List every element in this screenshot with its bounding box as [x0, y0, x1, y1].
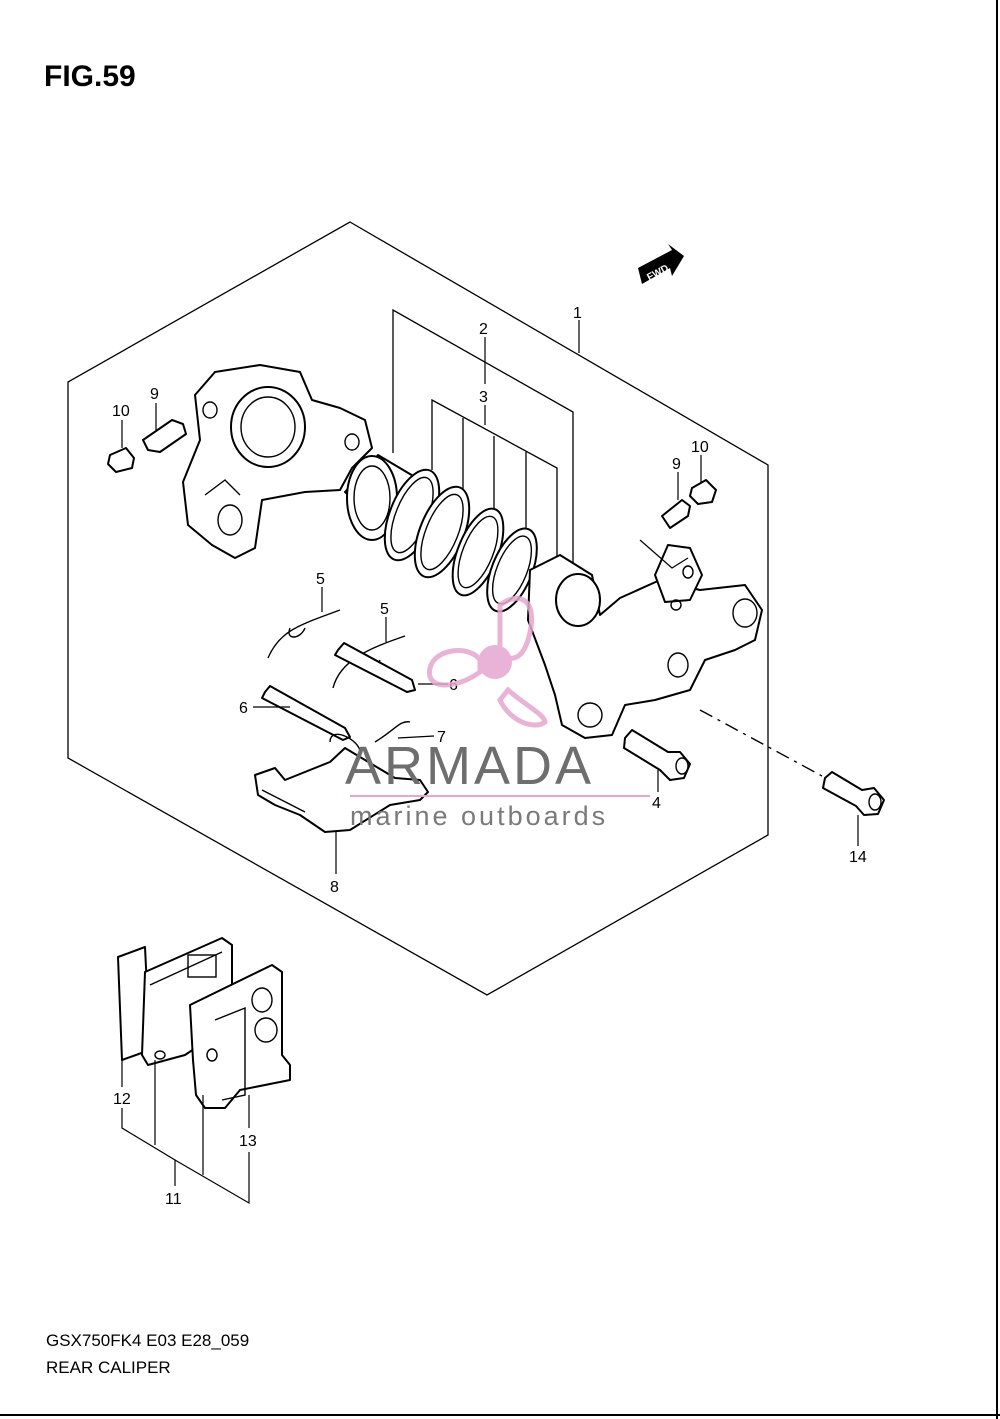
- callout-1: 1: [573, 305, 582, 322]
- pad-pin: [334, 642, 416, 693]
- leader-lines: [121, 320, 859, 1205]
- watermark-brand: ARMADA: [345, 736, 594, 796]
- callout-5b: 5: [380, 601, 389, 618]
- callout-13: 13: [239, 1133, 257, 1150]
- callout-8: 8: [330, 879, 339, 896]
- callout-7: 7: [437, 729, 446, 746]
- piston-seal-rings: [383, 468, 538, 613]
- callout-4: 4: [652, 795, 661, 812]
- callout-14: 14: [849, 849, 867, 866]
- callout-2: 2: [479, 321, 488, 338]
- diagram-name: REAR CALIPER: [46, 1358, 171, 1377]
- pad-clip: [329, 721, 411, 753]
- callout-labels: 1 2 3 4 5 5 6 6 7 8 9 9 10 10 11 12 13 1…: [112, 305, 867, 1208]
- caliper-body-left: [182, 364, 373, 559]
- pad-pin: [261, 685, 351, 741]
- model-code: GSX750FK4 E03 E28_059: [46, 1331, 250, 1350]
- bleeder-cap-left: [107, 447, 135, 473]
- bleeder-valve-right: [661, 499, 691, 529]
- seal-group-box: [392, 308, 574, 600]
- callout-3: 3: [479, 389, 488, 406]
- assembly-outline: [67, 221, 769, 996]
- figure-title: FIG.59: [44, 60, 136, 93]
- callout-10b: 10: [691, 439, 709, 456]
- frame-border-bottom: [0, 1414, 1000, 1416]
- pad-spring: [267, 609, 341, 659]
- bleeder-valve-left: [142, 419, 187, 453]
- frame-border-right: [996, 0, 998, 1419]
- callout-9a: 9: [150, 386, 159, 403]
- caliper-body-right: [527, 544, 763, 739]
- brake-pad-rear: [189, 964, 291, 1109]
- callout-10a: 10: [112, 403, 130, 420]
- mounting-bolt: [822, 771, 885, 816]
- callout-9b: 9: [672, 456, 681, 473]
- bolt-axis-line: [699, 709, 823, 777]
- callout-11: 11: [165, 1191, 182, 1208]
- seal-sub-box: [431, 398, 558, 575]
- bleeder-cap-right: [689, 479, 717, 505]
- callout-5a: 5: [316, 571, 325, 588]
- watermark-tagline: marine outboards: [350, 801, 608, 831]
- callout-6b: 6: [239, 700, 248, 717]
- pin-bolt: [623, 729, 691, 781]
- propeller-logo-icon: [427, 595, 548, 728]
- callout-12: 12: [113, 1091, 131, 1108]
- fwd-arrow-icon: FWD: [638, 244, 684, 284]
